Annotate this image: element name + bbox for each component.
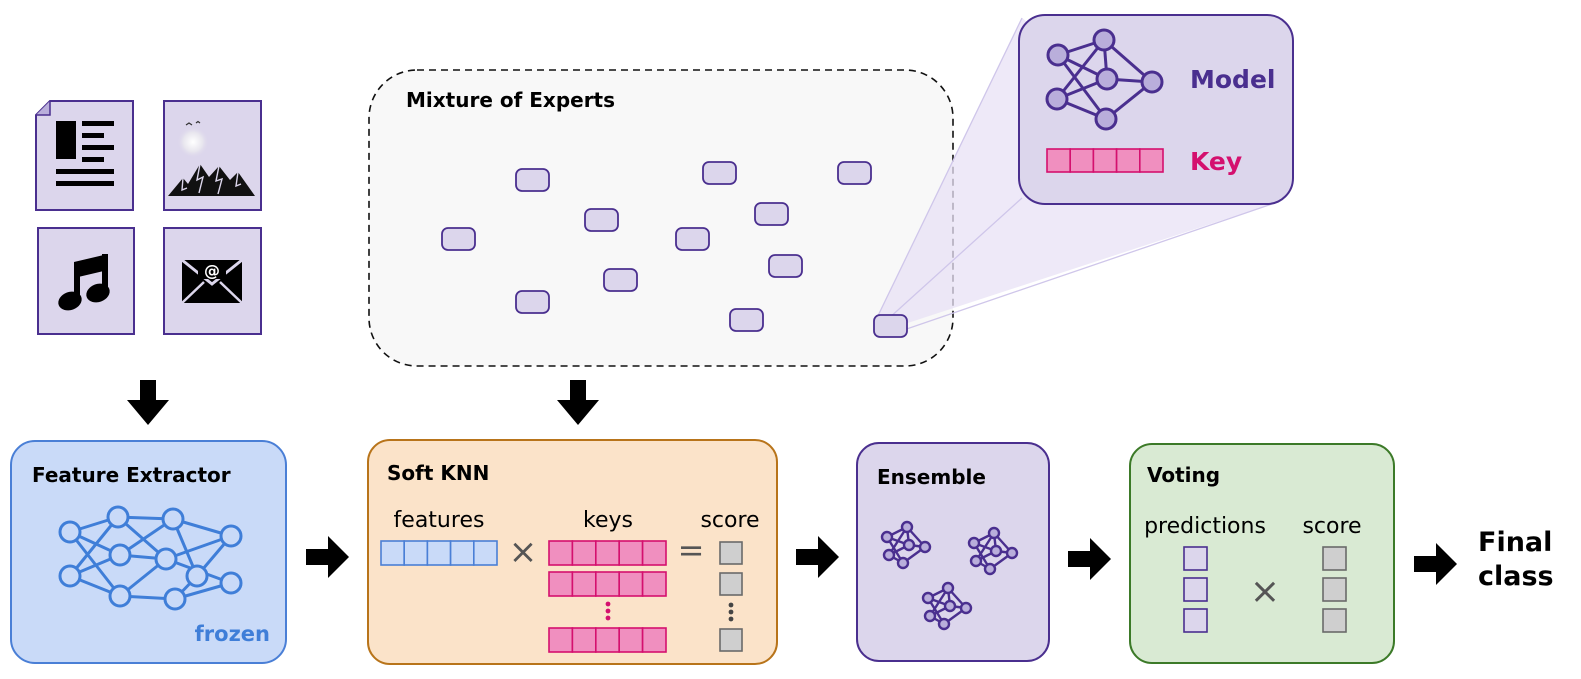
moe-title: Mixture of Experts — [406, 88, 615, 112]
soft-knn-box: Soft KNN features keys score × = — [367, 439, 778, 665]
expert-detail-panel: Model Key — [1018, 14, 1294, 205]
predictions-label: predictions — [1144, 514, 1266, 539]
frozen-network-icon — [58, 505, 243, 611]
soft-knn-title: Soft KNN — [387, 461, 489, 485]
email-at-symbol: @ — [204, 261, 220, 280]
arrow-moe-to-knn — [557, 380, 599, 425]
voting-box: Voting predictions score × — [1129, 443, 1395, 664]
expert-node — [768, 254, 803, 278]
feature-extractor-title: Feature Extractor — [32, 463, 231, 487]
key-label: Key — [1190, 147, 1242, 176]
expert-node — [675, 227, 710, 251]
final-class-line1: Final — [1478, 527, 1552, 558]
mixture-of-experts-panel: Mixture of Experts — [368, 69, 954, 367]
keys-matrix — [548, 540, 667, 653]
expert-nodes — [441, 161, 872, 332]
expert-node — [515, 168, 550, 192]
final-class-line2: class — [1478, 561, 1554, 592]
score-label: score — [700, 508, 759, 533]
expert-node — [584, 208, 619, 232]
ensemble-model-icon — [880, 520, 932, 570]
final-class-output: Final class — [1478, 527, 1554, 592]
expert-node — [702, 161, 737, 185]
ensemble-model-icon — [967, 526, 1019, 576]
frozen-tag: frozen — [195, 622, 270, 646]
document-icon — [35, 100, 134, 211]
model-label: Model — [1190, 65, 1275, 94]
ensemble-title: Ensemble — [877, 465, 986, 489]
predictions-vector — [1183, 546, 1208, 633]
flow-arrows — [306, 536, 1457, 585]
voting-title: Voting — [1147, 463, 1220, 487]
arrow-knn-to-ensemble — [796, 536, 839, 578]
expert-node-selected — [873, 314, 908, 338]
equals-symbol: = — [678, 531, 705, 569]
arrow-voting-to-output — [1414, 543, 1457, 585]
voting-score-label: score — [1302, 514, 1361, 539]
expert-node — [837, 161, 872, 185]
expert-node — [515, 290, 550, 314]
keys-ellipsis — [605, 601, 611, 621]
arrow-extractor-to-knn — [306, 536, 349, 578]
voting-score-vector — [1322, 546, 1347, 633]
music-icon — [37, 227, 135, 335]
feature-extractor-box: Feature Extractor frozen — [10, 440, 287, 664]
ensemble-models — [880, 520, 1019, 631]
arrow-ensemble-to-voting — [1068, 538, 1111, 580]
expert-node — [603, 268, 638, 292]
expert-node — [729, 308, 764, 332]
voting-multiply-symbol: × — [1250, 571, 1280, 612]
expert-node — [441, 227, 476, 251]
score-vector — [719, 541, 743, 652]
image-icon — [163, 100, 262, 211]
features-label: features — [394, 508, 485, 533]
keys-label: keys — [583, 508, 633, 533]
arrow-inputs-to-extractor — [127, 380, 169, 425]
ensemble-box: Ensemble — [856, 442, 1050, 662]
multiply-symbol: × — [509, 532, 538, 572]
score-ellipsis — [728, 602, 734, 622]
ensemble-model-icon — [921, 581, 973, 631]
model-network-icon — [1045, 28, 1164, 131]
features-vector — [380, 540, 498, 566]
key-vector — [1046, 148, 1164, 173]
expert-node — [754, 202, 789, 226]
input-icons: @ — [35, 100, 262, 335]
email-icon: @ — [163, 227, 262, 335]
